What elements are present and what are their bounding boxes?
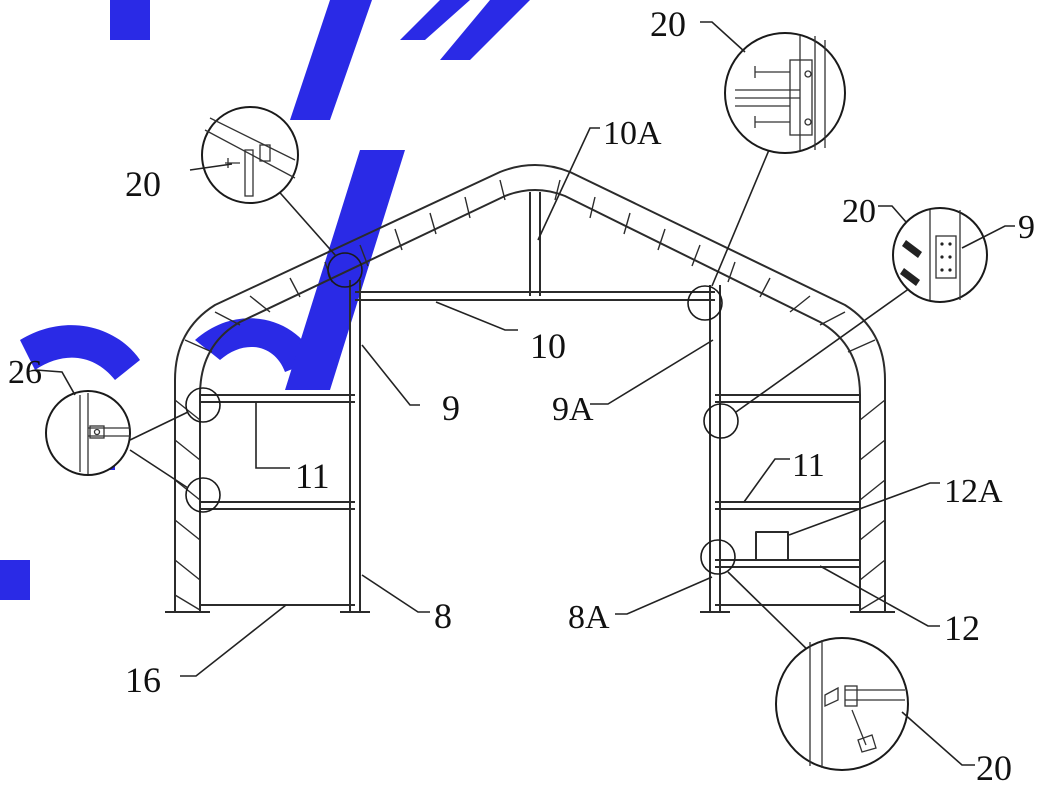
- door-frame: [165, 192, 895, 613]
- label-26: 26: [8, 354, 42, 391]
- joint-markers: [185, 252, 739, 575]
- detail-connectors: [129, 137, 911, 661]
- detail-callout-top-left: [201, 106, 299, 204]
- label-11-right: 11: [792, 447, 825, 484]
- label-10: 10: [530, 326, 566, 366]
- label-12: 12: [944, 608, 980, 648]
- label-20-bottom: 20: [976, 748, 1012, 785]
- detail-callout-bottom: [775, 637, 909, 771]
- label-9-right: 9: [1018, 209, 1035, 246]
- label-10a: 10A: [603, 115, 662, 152]
- label-9a: 9A: [552, 391, 594, 428]
- label-12a: 12A: [944, 473, 1003, 510]
- part-labels: 20 10A 20 20 9 26 10 9 9A 11 11 12A 8 8A…: [8, 4, 1035, 788]
- label-leaders: [35, 21, 1015, 766]
- detail-callout-top-right: [724, 32, 846, 154]
- detail-callout-right: [892, 207, 988, 303]
- label-20-top-right: 20: [650, 4, 686, 44]
- detail-callout-left: [45, 390, 131, 476]
- label-16: 16: [125, 660, 161, 700]
- label-11-left: 11: [295, 456, 330, 496]
- label-9: 9: [442, 388, 460, 428]
- label-8a: 8A: [568, 599, 610, 636]
- label-20-left: 20: [125, 164, 161, 204]
- label-20-right: 20: [842, 193, 876, 230]
- label-8: 8: [434, 596, 452, 636]
